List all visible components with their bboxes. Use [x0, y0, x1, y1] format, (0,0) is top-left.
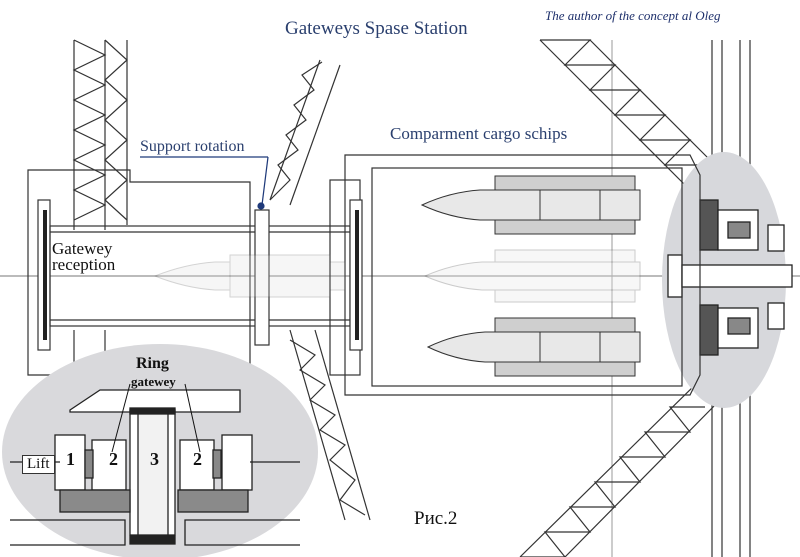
part-number-3: 3: [150, 449, 159, 469]
middle-truss: [269, 59, 371, 521]
part-number-1: 1: [66, 449, 75, 469]
cargo-compartment: [344, 154, 701, 396]
right-bearing: [667, 199, 793, 356]
ring-gateway-detail: [10, 389, 300, 546]
label-gateway-reception: Gatewey reception: [52, 239, 116, 274]
support-leader: [140, 156, 269, 210]
part-number-2-left: 2: [109, 449, 118, 469]
label-gateway-reception-line2: reception: [52, 255, 116, 274]
part-number-2-right: 2: [193, 449, 202, 469]
cargo-rocket-bottom: [426, 317, 641, 377]
left-truss: [72, 39, 128, 400]
gateway-tube: [49, 179, 363, 376]
label-support-rotation: Support rotation: [140, 138, 245, 155]
cargo-rocket-top: [420, 175, 641, 235]
author-credit: The author of the concept al Oleg: [545, 8, 721, 23]
label-ring-gateway: gatewey: [131, 374, 176, 389]
label-lift: Lift: [22, 455, 55, 474]
page-title: Gateweys Spase Station: [285, 18, 468, 39]
label-gateway-reception-line1: Gatewey: [52, 239, 113, 258]
figure-caption: Рис.2: [414, 508, 458, 529]
right-truss: [519, 39, 721, 557]
cargo-rocket-middle: [423, 249, 641, 303]
ring-leaders: [111, 383, 201, 453]
label-ring: Ring: [136, 355, 169, 372]
label-cargo-compartment: Comparment cargo schips: [390, 124, 568, 143]
ghost-rocket: [153, 254, 346, 298]
